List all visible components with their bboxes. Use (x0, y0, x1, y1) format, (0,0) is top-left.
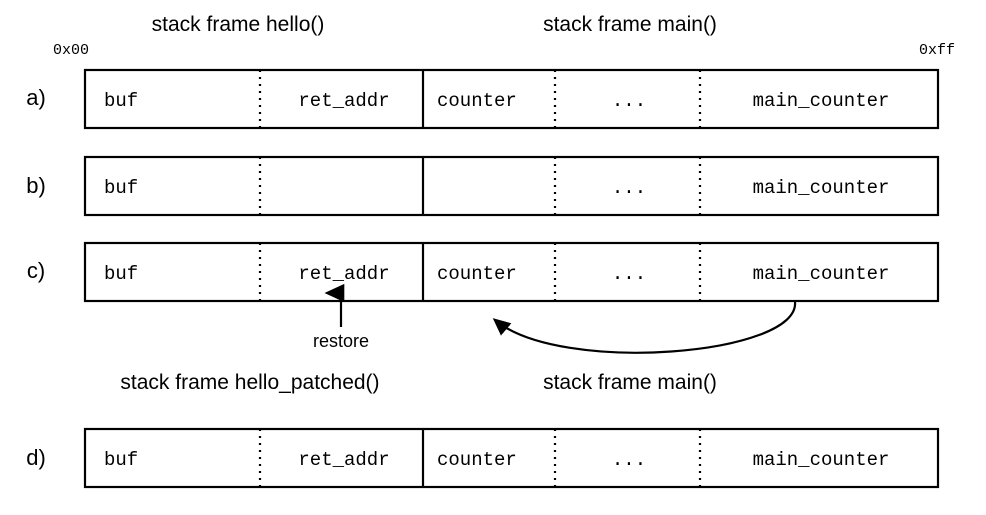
frame-title-hello-patched: stack frame hello_patched() (120, 371, 379, 394)
row-d-cell-ret-addr: ret_addr (298, 449, 389, 471)
row-letter-c: c) (27, 258, 45, 283)
row-a-cell-ellipsis: ... (612, 90, 646, 112)
row-c-cell-counter: counter (437, 263, 517, 285)
row-c-frame-box (83, 241, 940, 303)
row-b-cell-main-counter: main_counter (753, 177, 890, 199)
table-row: c) buf ret_addr counter ... main_counter… (27, 241, 940, 354)
row-c-cell-main-counter: main_counter (753, 263, 890, 285)
row-a-cell-main-counter: main_counter (753, 90, 890, 112)
restore-annotation-label: restore (313, 331, 369, 351)
row-a-cell-counter: counter (437, 90, 517, 112)
row-d-frame-box (83, 427, 940, 489)
row-d-cell-main-counter: main_counter (753, 449, 890, 471)
row-b-cell-buf: buf (104, 177, 138, 199)
row-d-cell-ellipsis: ... (612, 449, 646, 471)
address-label-high: 0xff (919, 42, 955, 59)
row-letter-a: a) (26, 85, 46, 110)
row-b-cell-ellipsis: ... (612, 177, 646, 199)
table-row: b) buf ... main_counter (26, 155, 940, 217)
row-a-cell-buf: buf (104, 90, 138, 112)
frame-title-hello: stack frame hello() (152, 13, 325, 36)
row-d-cell-counter: counter (437, 449, 517, 471)
row-b-frame-box (83, 155, 940, 217)
copy-value-curved-arrow-icon (492, 301, 797, 354)
frame-title-main-bottom: stack frame main() (543, 371, 717, 394)
table-row: a) buf ret_addr counter ... main_counter (26, 68, 940, 130)
row-a-frame-box (83, 68, 940, 130)
table-row: d) buf ret_addr counter ... main_counter (26, 427, 940, 489)
frame-title-main-top: stack frame main() (543, 13, 717, 36)
row-a-cell-ret-addr: ret_addr (298, 90, 389, 112)
row-letter-d: d) (26, 445, 46, 470)
row-d-cell-buf: buf (104, 449, 138, 471)
row-letter-b: b) (26, 173, 46, 198)
row-c-cell-ellipsis: ... (612, 263, 646, 285)
row-c-cell-ret-addr: ret_addr (298, 263, 389, 285)
address-label-low: 0x00 (53, 42, 89, 59)
row-c-cell-buf: buf (104, 263, 138, 285)
